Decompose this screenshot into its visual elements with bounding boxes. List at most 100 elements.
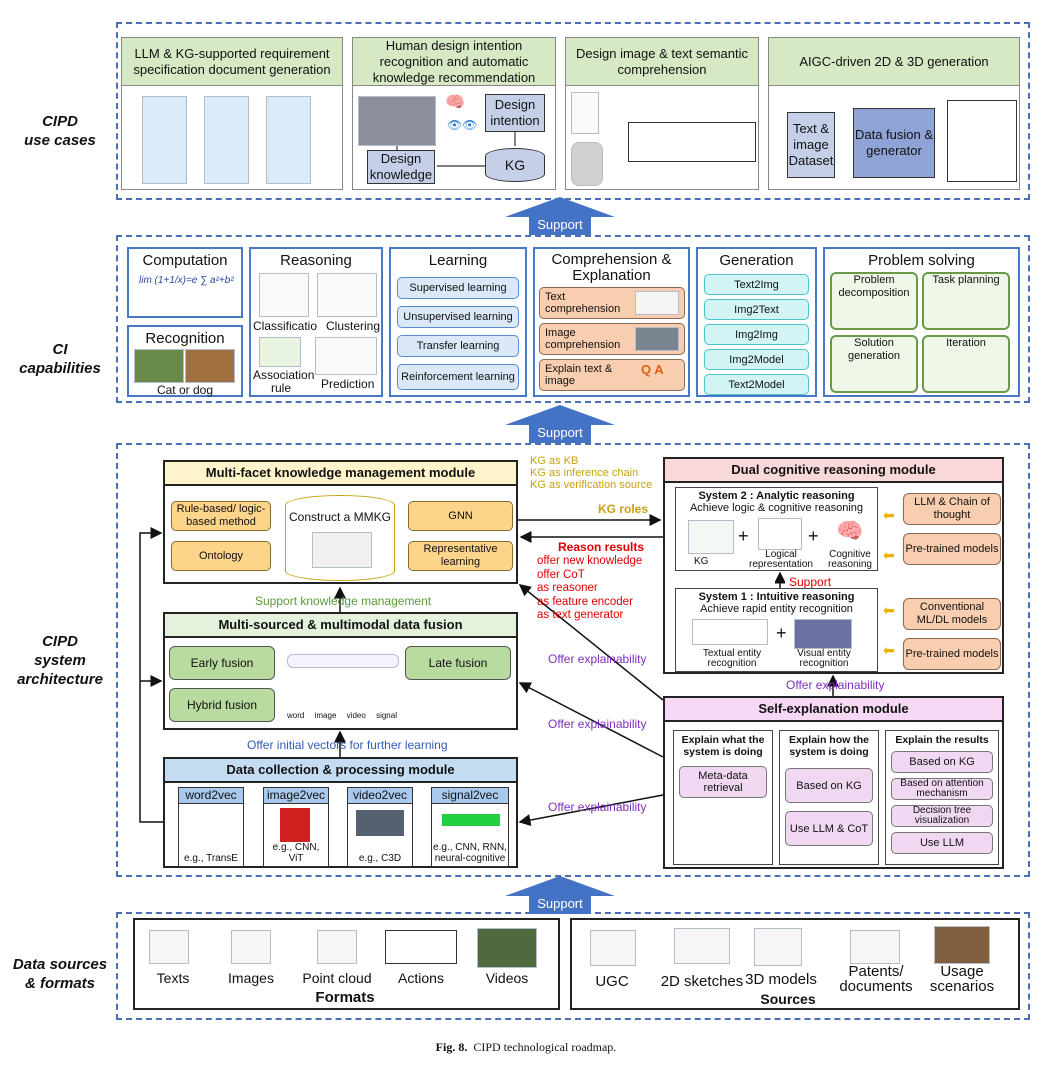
qa-icon: Q A	[641, 362, 664, 377]
logic-gates-image	[758, 518, 802, 550]
use-case-card-4: AIGC-driven 2D & 3D generation Text & im…	[768, 37, 1020, 190]
solution-generation: Solution generation	[830, 335, 918, 393]
support-arrow: Support	[505, 405, 615, 443]
generation-item: Text2Model	[704, 374, 809, 395]
late-fusion: Late fusion	[405, 646, 511, 680]
use-case-title: LLM & KG-supported requirement specifica…	[122, 38, 342, 86]
model-pretrained: Pre-trained models	[903, 533, 1001, 565]
representative-learning: Representative learning	[408, 541, 513, 571]
offer-explainability-label: Offer explainability	[548, 652, 647, 666]
section-label-use-cases: CIPD use cases	[24, 113, 96, 149]
arrow-left-icon: ⬅	[883, 602, 895, 618]
fusion-inputs: word image video signal	[287, 711, 397, 720]
agent-image	[266, 96, 311, 184]
sketches-image	[674, 928, 730, 964]
cnn-image	[280, 808, 310, 842]
visual-entities-image	[794, 619, 852, 649]
ugc-image	[590, 930, 636, 966]
ontology: Ontology	[171, 541, 271, 571]
data-fusion-module: Multi-sourced & multimodal data fusion E…	[163, 612, 518, 730]
system2-box: System 2 : Analytic reasoning Achieve lo…	[675, 487, 878, 571]
support-arrow: Support	[505, 876, 615, 914]
agent-image	[142, 96, 187, 184]
capability-reasoning: Reasoning Classificatio Clustering Assoc…	[249, 247, 383, 397]
plus-icon: +	[808, 526, 819, 546]
mmkg-image	[312, 532, 372, 568]
self-explanation-module: Self-explanation module Explain what the…	[663, 696, 1004, 869]
system1-box: System 1 : Intuitive reasoning Achieve r…	[675, 588, 878, 672]
capability-recognition: Recognition Cat or dog	[127, 325, 243, 397]
kg-roles-label: KG roles	[598, 502, 649, 516]
kg-roles-list: KG as KB KG as inference chain KG as ver…	[530, 455, 653, 491]
explain-what-column: Explain what the system is doing Meta-da…	[673, 730, 773, 865]
brain-icon: 🧠	[445, 94, 465, 111]
result-based-on-kg: Based on KG	[891, 751, 993, 773]
kg-graph-image	[688, 520, 734, 554]
actions-image	[385, 930, 457, 964]
model-conventional: Conventional ML/DL models	[903, 598, 1001, 630]
text-image	[635, 291, 679, 315]
generation-item: Img2Model	[704, 349, 809, 370]
support-arrow: Support	[505, 197, 615, 235]
use-llm-cot: Use LLM & CoT	[785, 811, 873, 846]
rnn-image	[442, 814, 500, 826]
math-formula-image: lim (1+1/x)=e ∑ a²+b²	[139, 275, 234, 286]
association-image	[259, 337, 301, 367]
capability-generation: Generation Text2Img Img2Text Img2Img Img…	[696, 247, 817, 397]
hybrid-fusion: Hybrid fusion	[169, 688, 275, 722]
learning-item: Transfer learning	[397, 335, 519, 357]
prediction-plot	[315, 337, 377, 375]
scene-image	[635, 327, 679, 351]
design-knowledge-node: Design knowledge	[367, 150, 435, 184]
videos-image	[477, 928, 537, 968]
rule-based-method: Rule-based/ logic-based method	[171, 501, 271, 531]
use-case-title: AIGC-driven 2D & 3D generation	[769, 38, 1019, 86]
architecture-section	[116, 443, 1030, 877]
design-photo	[358, 96, 436, 146]
figure-caption: Fig. 8. CIPD technological roadmap.	[435, 1040, 617, 1054]
images-image	[231, 930, 271, 964]
arrow-left-icon: ⬅	[883, 547, 895, 563]
dog-image	[134, 349, 184, 383]
result-use-llm: Use LLM	[891, 832, 993, 854]
support-label: Support	[789, 575, 832, 589]
formats-box: Texts Images Point cloud Actions Videos …	[133, 918, 560, 1010]
explain-results-column: Explain the results Based on KG Based on…	[885, 730, 999, 865]
brain-gears-icon: 🧠	[836, 518, 864, 543]
sources-label: Sources	[760, 991, 816, 1007]
generation-item: Img2Text	[704, 299, 809, 320]
capability-problem-solving: Problem solving Problem decomposition Ta…	[823, 247, 1020, 397]
fusion-network-image	[287, 654, 399, 668]
capabilities-section	[116, 235, 1030, 403]
arrow-left-icon: ⬅	[883, 642, 895, 658]
capability-computation: Computation lim (1+1/x)=e ∑ a²+b²	[127, 247, 243, 318]
usage-scenarios-image	[934, 926, 990, 964]
texts-image	[149, 930, 189, 964]
use-case-card-3: Design image & text semantic comprehensi…	[565, 37, 759, 190]
knowledge-management-module: Multi-facet knowledge management module …	[163, 460, 518, 584]
based-on-kg: Based on KG	[785, 768, 873, 803]
iteration: Iteration	[922, 335, 1010, 393]
design-intention-node: Design intention	[485, 94, 545, 132]
sources-box: UGC 2D sketches 3D models Patents/ docum…	[570, 918, 1020, 1010]
early-fusion: Early fusion	[169, 646, 275, 680]
use-cases-section	[116, 22, 1030, 200]
section-label-capabilities: CI capabilities	[19, 341, 101, 377]
explain-how-column: Explain how the system is doing Based on…	[779, 730, 879, 865]
generator-node: Data fusion & generator	[853, 108, 935, 178]
drawing-image	[571, 92, 599, 134]
problem-decomposition: Problem decomposition	[830, 272, 918, 330]
learning-item: Unsupervised learning	[397, 306, 519, 328]
meta-data-retrieval: Meta-data retrieval	[679, 766, 767, 798]
agent-image	[204, 96, 249, 184]
reason-results-title: Reason results	[558, 540, 645, 554]
data-collection-module: Data collection & processing module word…	[163, 757, 518, 868]
clustering-plot	[317, 273, 377, 317]
gnn: GNN	[408, 501, 513, 531]
offer-vectors-label: Offer initial vectors for further learni…	[247, 738, 448, 752]
comprehension-item: Explain text & image	[539, 359, 685, 391]
